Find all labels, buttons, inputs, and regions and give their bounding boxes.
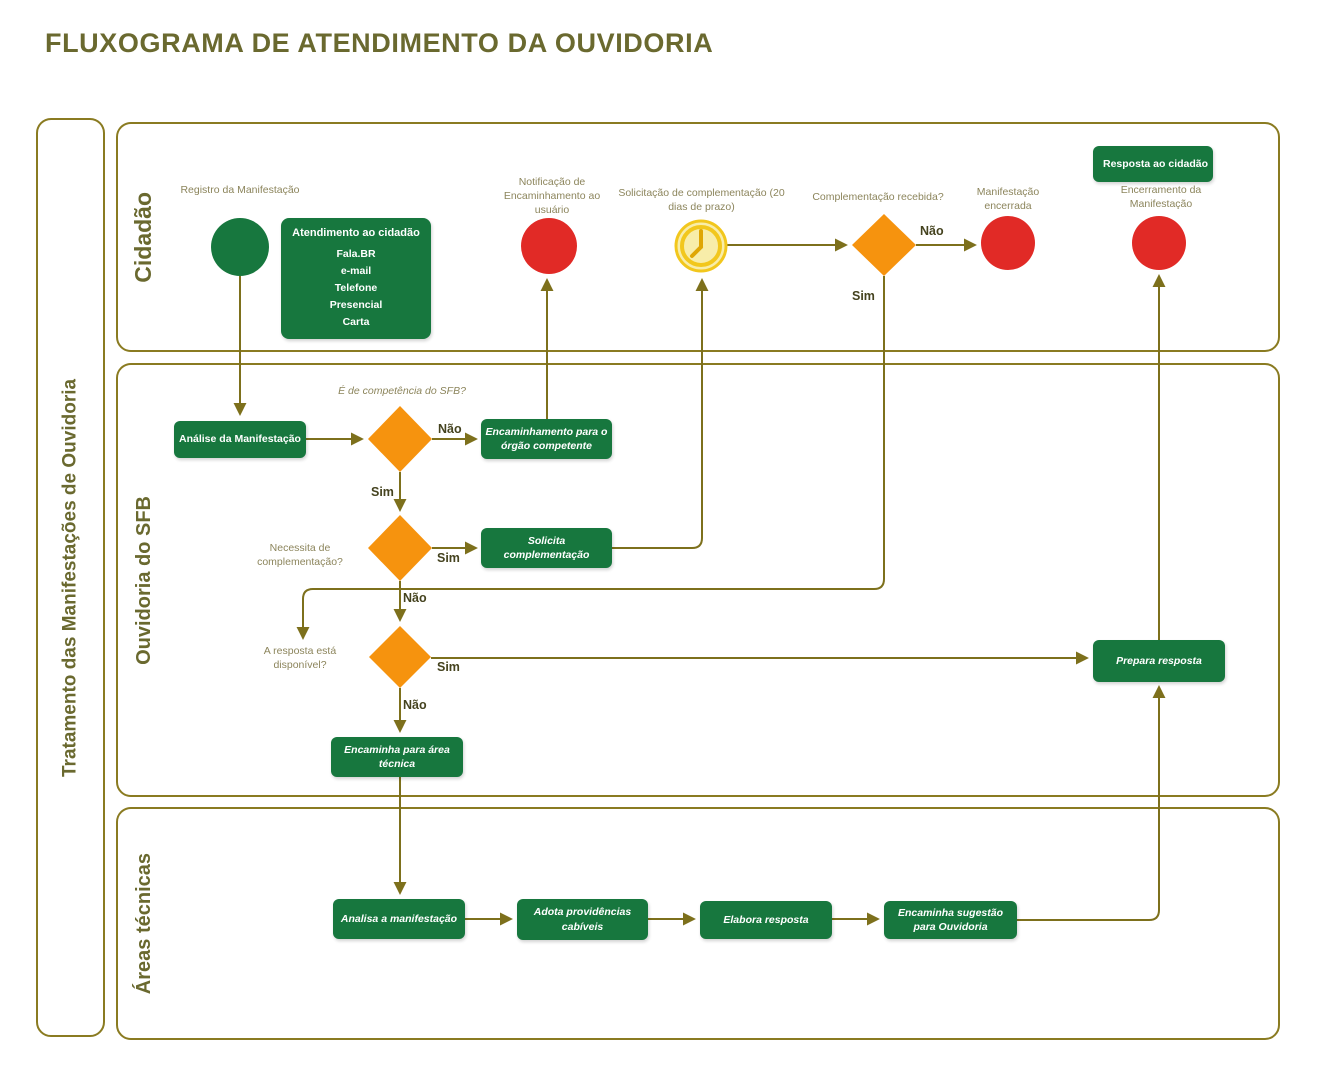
atendimento-title: Atendimento ao cidadão: [292, 227, 420, 239]
label-registro-manifestacao: Registro da Manifestação: [180, 184, 300, 196]
lane-areas-label: Áreas técnicas: [132, 852, 155, 995]
node-atendimento-ao-cidadao: Atendimento ao cidadão Fala.BR e-mail Te…: [281, 218, 431, 339]
node-encaminha-sugestao-ouvidoria: Encaminha sugestão para Ouvidoria: [884, 901, 1017, 939]
lane-areas-tecnicas: [116, 807, 1280, 1040]
side-panel: Tratamento das Manifestações de Ouvidori…: [36, 118, 105, 1037]
lane-cidadao-label: Cidadão: [129, 191, 156, 283]
label-resposta-disponivel: A resposta está disponível?: [263, 645, 337, 672]
edge-label-nao-complementacao: Não: [920, 224, 944, 238]
atendimento-item: Presencial: [329, 299, 383, 311]
node-prepara-resposta: Prepara resposta: [1093, 640, 1225, 682]
edge-label-sim-necessita: Sim: [437, 551, 460, 565]
label-encerramento-manifestacao: Encerramento da Manifestação: [1120, 184, 1202, 211]
label-solicitacao-complementacao: Solicitação de complementação (20 dias d…: [618, 187, 785, 214]
edge-label-nao-disponivel: Não: [403, 698, 427, 712]
label-competencia-sfb: É de competência do SFB?: [338, 385, 466, 397]
node-resposta-ao-cidadao: Resposta ao cidadão: [1093, 146, 1213, 182]
page-title: FLUXOGRAMA DE ATENDIMENTO DA OUVIDORIA: [45, 28, 714, 58]
atendimento-item: e-mail: [340, 265, 372, 277]
node-analisa-manifestacao: Analisa a manifestação: [333, 899, 465, 939]
node-encaminha-area-tecnica: Encaminha para área técnica: [331, 737, 463, 777]
node-adota-providencias: Adota providências cabíveis: [517, 899, 648, 940]
atendimento-item: Telefone: [334, 282, 378, 294]
label-complementacao-recebida: Complementação recebida?: [812, 191, 944, 203]
node-analise-manifestacao: Análise da Manifestação: [174, 421, 306, 458]
label-manifestacao-encerrada: Manifestação encerrada: [976, 186, 1040, 213]
edge-label-sim-disponivel: Sim: [437, 660, 460, 674]
node-solicita-complementacao: Solicita complementação: [481, 528, 612, 568]
node-encaminhamento-orgao-competente: Encaminhamento para o órgão competente: [481, 419, 612, 459]
atendimento-item: Carta: [342, 316, 370, 328]
edge-label-sim-competencia: Sim: [371, 485, 394, 499]
atendimento-item: Fala.BR: [336, 248, 376, 260]
edge-label-nao-necessita: Não: [403, 591, 427, 605]
lane-ouvidoria-label: Ouvidoria do SFB: [132, 495, 155, 665]
node-elabora-resposta: Elabora resposta: [700, 901, 832, 939]
label-notificacao-encaminhamento: Notificação de Encaminhamento ao usuário: [503, 176, 601, 217]
label-necessita-complementacao: Necessita de complementação?: [257, 542, 343, 569]
lane-cidadao-label-wrap: Cidadão: [122, 122, 164, 352]
side-panel-label: Tratamento das Manifestações de Ouvidori…: [59, 378, 81, 777]
lane-ouvidoria-label-wrap: Ouvidoria do SFB: [124, 363, 164, 797]
edge-label-sim-complementacao: Sim: [852, 289, 875, 303]
lane-areas-label-wrap: Áreas técnicas: [124, 807, 164, 1040]
edge-label-nao-competencia: Não: [438, 422, 462, 436]
